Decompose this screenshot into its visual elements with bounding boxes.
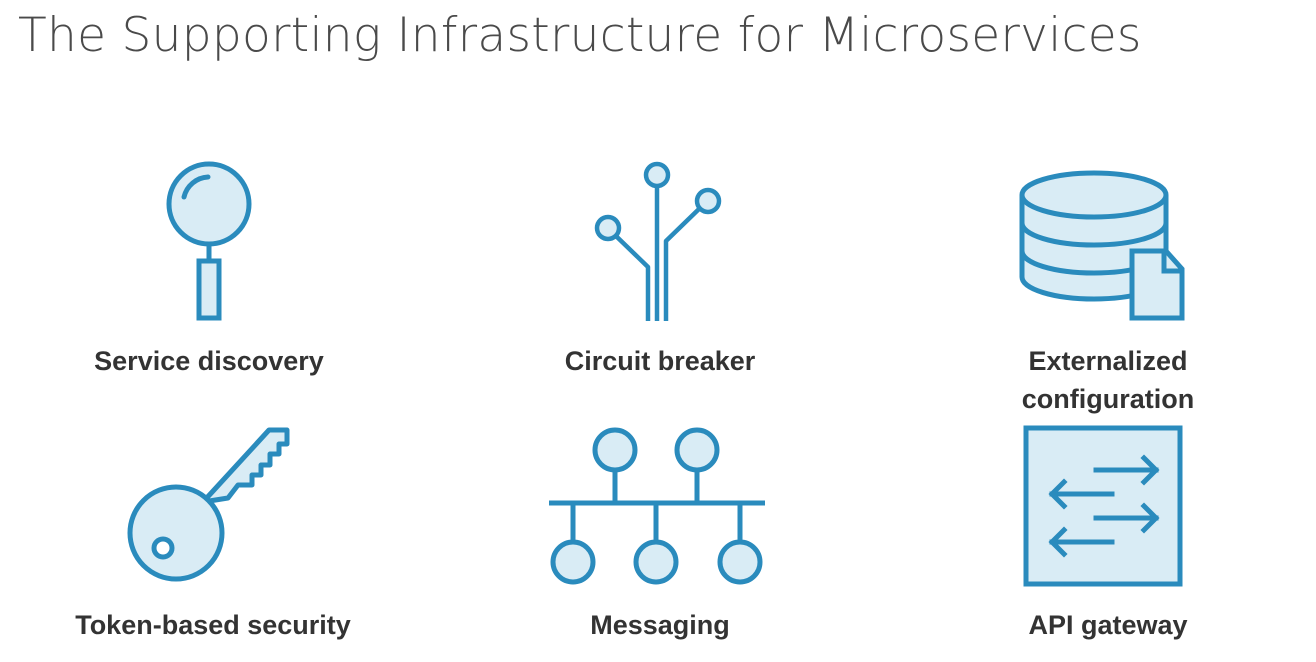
item-label: Token-based security [75, 610, 351, 640]
item-label: API gateway [1028, 610, 1188, 640]
key-icon [127, 427, 290, 582]
slide-title: The Supporting Infrastructure for Micros… [18, 8, 1142, 63]
item-label: Messaging [590, 610, 730, 640]
message-bus-icon [549, 427, 765, 585]
item-label: Circuit breaker [564, 346, 756, 376]
item-label: Service discovery [94, 346, 324, 376]
api-gateway-arrows-icon [1023, 425, 1183, 587]
database-file-icon [1019, 170, 1185, 321]
circuit-icon [594, 161, 722, 321]
item-label: Externalized configuration [1021, 346, 1195, 414]
magnifying-glass-icon [166, 161, 252, 321]
